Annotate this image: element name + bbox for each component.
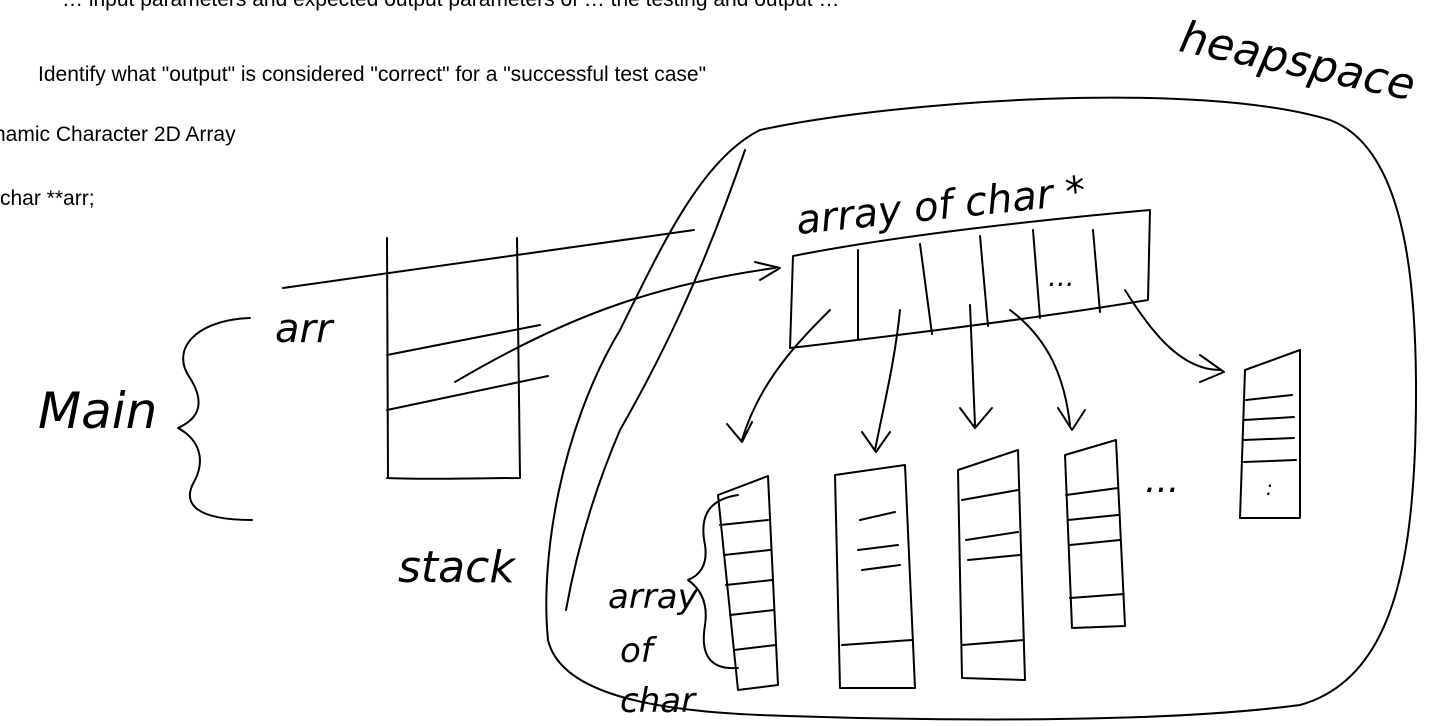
typed-line-top: … input parameters and expected output p… bbox=[62, 0, 839, 12]
cell-divider-3 bbox=[979, 235, 989, 327]
heap-boundary bbox=[545, 96, 1418, 721]
pointer-arrow-1 bbox=[741, 309, 831, 441]
char-array-5 bbox=[1239, 349, 1301, 519]
char-array-2 bbox=[834, 464, 916, 689]
char-array-4 bbox=[1064, 439, 1126, 629]
stack-slot-line-1 bbox=[386, 324, 541, 356]
handwritten-stack: stack bbox=[398, 542, 516, 593]
handwritten-array-label-1: array bbox=[608, 577, 699, 617]
char-array-3 bbox=[957, 449, 1026, 681]
typed-line-identify: Identify what "output" is considered "co… bbox=[38, 63, 707, 86]
cell-divider-2 bbox=[919, 243, 933, 335]
pointer-arrow-3 bbox=[969, 304, 976, 426]
handwritten-heap-space: heapspace bbox=[1175, 12, 1419, 112]
cell-divider-5 bbox=[1092, 229, 1101, 313]
handwritten-ellipsis-top: ... bbox=[1048, 260, 1075, 293]
handwritten-ellipsis-mid: ... bbox=[1145, 460, 1179, 501]
stack-slot-line-2 bbox=[386, 375, 549, 411]
arr-pointer-arrowhead bbox=[754, 261, 781, 281]
cell-divider-4 bbox=[1032, 229, 1041, 319]
array-of-char-brace bbox=[687, 494, 739, 670]
handwritten-array-label-3: char bbox=[620, 681, 697, 721]
handwritten-colon: : bbox=[1266, 476, 1273, 500]
handwritten-main: Main bbox=[38, 382, 157, 440]
pointer-arrow-5 bbox=[1124, 289, 1221, 371]
handwritten-arr: arr bbox=[275, 306, 335, 352]
char-array-1 bbox=[717, 475, 779, 691]
arr-pointer-arrow bbox=[454, 267, 776, 383]
handwritten-array-label-2: of bbox=[620, 631, 658, 671]
pointer-arrow-4 bbox=[1009, 309, 1071, 426]
char-pointer-array-box bbox=[789, 209, 1151, 349]
main-brace bbox=[177, 317, 253, 521]
typed-line-array-heading: namic Character 2D Array bbox=[0, 123, 236, 146]
stack-box bbox=[386, 237, 521, 480]
typed-line-declaration: char **arr; bbox=[0, 187, 95, 210]
heap-divider bbox=[565, 149, 746, 611]
pointer-arrow-2 bbox=[874, 309, 901, 451]
stack-top-line bbox=[282, 229, 695, 289]
